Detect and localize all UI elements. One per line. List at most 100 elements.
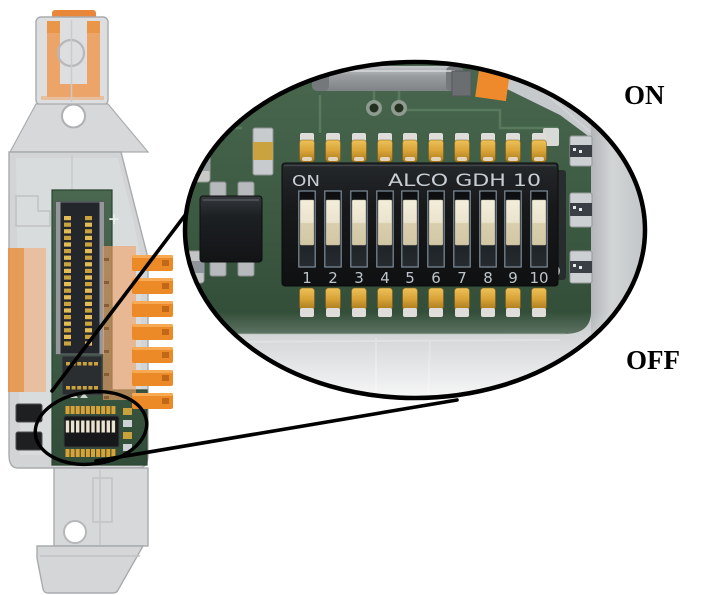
comb-finger-highlight (132, 393, 173, 396)
comb-finger (132, 278, 173, 294)
dip-slider-8 (480, 199, 496, 246)
lower-connector (61, 355, 103, 396)
dip-position-number-10: 10 (529, 269, 548, 287)
connector-pin (64, 282, 71, 287)
melf-resistor (312, 66, 463, 91)
band-tick (104, 281, 109, 284)
pad-top-speck (431, 157, 441, 161)
connector-pin (64, 216, 71, 221)
dip-position-number-7: 7 (457, 269, 467, 287)
mini-dip-slider (101, 420, 105, 433)
pad-bottom-gold (351, 287, 367, 311)
band-tick (104, 396, 109, 399)
connector-pin (85, 301, 92, 306)
connector-pin (64, 242, 71, 247)
comb-finger-slot (162, 260, 169, 266)
mini-dip-slider (106, 420, 110, 433)
orange-finger-magnified (475, 70, 510, 102)
connector-pin (85, 262, 92, 267)
magnifier-ellipse (182, 59, 648, 401)
small-component (451, 70, 472, 97)
dip-position-number-8: 8 (483, 269, 493, 287)
dip-switch-brand-marking: ALCO GDH 10 (388, 171, 541, 190)
mini-dip-switch (15, 393, 132, 457)
connector-pin (85, 328, 92, 333)
pad-top-speck (483, 157, 493, 161)
pad-top-speck (328, 157, 338, 161)
dip-position-number-3: 3 (354, 269, 364, 287)
dip-slider-6 (428, 199, 444, 246)
connector-pin (85, 229, 92, 234)
connector-pin (85, 315, 92, 320)
connector-pin (64, 229, 71, 234)
mini-pad-top (65, 406, 70, 414)
mini-pad-bottom (106, 449, 111, 457)
mini-dip-slider (65, 420, 70, 433)
connector-pin (64, 334, 71, 339)
connector-pin (64, 235, 71, 240)
pad-top-speck (457, 157, 467, 161)
connector-pin (64, 341, 71, 346)
connector-speck (94, 362, 98, 366)
connector-pin (64, 288, 71, 293)
pcb-vias (366, 100, 407, 116)
connector-pin (85, 216, 92, 221)
connector-pin (85, 235, 92, 240)
mini-pad-bottom (75, 449, 80, 457)
orange-band-right (103, 246, 136, 400)
dip-position-number-9: 9 (508, 269, 518, 287)
right-smd-strip (569, 135, 593, 284)
comb-finger-slot (162, 398, 169, 404)
dip-slider-9 (505, 199, 521, 246)
connector-speck (77, 386, 82, 390)
mini-pad-bottom (111, 449, 116, 457)
mini-dip-slider (70, 420, 75, 433)
pad-top-gold (480, 139, 496, 163)
mini-pad-bottom (96, 449, 101, 457)
connector-speck (88, 362, 93, 366)
mini-pad-bottom (70, 449, 75, 457)
connector-speck (77, 362, 82, 366)
comb-finger (132, 370, 173, 386)
dip-position-number-4: 4 (380, 269, 390, 287)
connector-pin (85, 295, 92, 300)
connector-pin (64, 255, 71, 260)
mini-pad-top (111, 406, 116, 414)
head-orange-clip (41, 21, 104, 100)
mini-pad-top (80, 406, 85, 414)
comb-finger-slot (162, 306, 169, 312)
vertical-chip (252, 127, 274, 176)
dip-slider-7 (454, 199, 470, 246)
mini-dip-slider (86, 420, 90, 433)
band-tick (104, 373, 109, 376)
mini-pad-bottom (80, 449, 85, 457)
comb-finger-slot (162, 352, 169, 358)
comb-finger (132, 324, 173, 340)
left-ic (199, 181, 263, 277)
connector-pin (64, 262, 71, 267)
pad-bottom-gold (531, 287, 547, 311)
mini-pad-top (70, 406, 75, 414)
comb-finger-highlight (132, 370, 173, 373)
neck-molded-rect (92, 477, 113, 523)
pad-bottom-gold (480, 287, 496, 311)
mini-pad-bottom (85, 449, 90, 457)
pad-bottom-gold (428, 287, 444, 311)
connector-pin (64, 315, 71, 320)
mini-pad-bottom (101, 449, 106, 457)
mini-dip-slider (111, 420, 116, 433)
pad-top-gold (531, 139, 547, 163)
comb-finger-highlight (132, 324, 173, 327)
mini-pad-top (75, 406, 80, 414)
dip-position-number-2: 2 (328, 269, 338, 287)
connector-pin (64, 308, 71, 313)
orange-band-left-outer (8, 248, 24, 392)
band-tick (104, 327, 109, 330)
pad-top-gold (454, 139, 470, 163)
pad-bottom-gold (402, 287, 418, 311)
orange-band-left-inner (24, 248, 46, 392)
mini-dip-slider (91, 420, 95, 433)
